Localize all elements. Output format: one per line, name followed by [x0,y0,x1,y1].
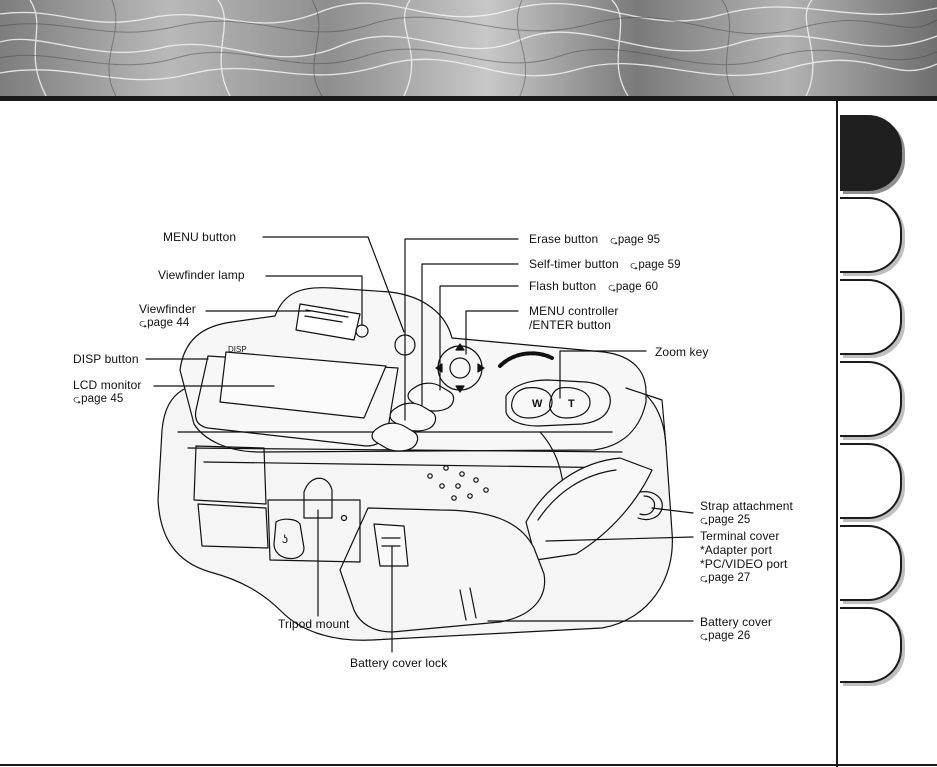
rear-panel-lower [197,503,269,549]
marble-header-texture [0,0,937,96]
chapter-tab-2[interactable] [840,197,902,273]
battery-cover-lock [373,523,409,567]
tripod-mount [303,477,333,519]
label-terminal-cover: Terminal cover *Adapter port *PC/VIDEO p… [700,529,787,586]
tripod-area [267,499,361,563]
label-self-timer-button: Self-timer button page 59 [529,257,681,273]
battery-door-seal [273,518,305,560]
marble-texture-art [0,0,937,96]
header-rule [0,96,937,101]
label-tripod-mount: Tripod mount [278,617,350,631]
label-menu-button: MENU button [163,230,237,244]
rear-panel-upper [193,445,267,505]
label-disp-button: DISP button [73,352,139,366]
battery-cover [339,507,546,633]
self-timer-button [389,402,437,432]
zoom-w-mark: W [532,398,543,410]
chapter-tab-1[interactable] [840,115,902,191]
zoom-dial [498,351,554,368]
terminal-cover [525,457,653,561]
disp-mark: DISP [228,345,247,354]
zoom-t-mark: T [568,398,575,410]
chapter-tab-5[interactable] [840,443,902,519]
chapter-tab-3[interactable] [840,279,902,355]
label-viewfinder: Viewfinder page 44 [139,302,196,331]
bottom-rule [0,764,937,766]
label-battery-cover: Battery cover page 26 [700,615,772,644]
right-divider-rule [836,101,838,767]
label-strap-attachment: Strap attachment page 25 [700,499,793,528]
viewfinder [295,303,361,341]
label-viewfinder-lamp: Viewfinder lamp [158,268,245,282]
label-menu-controller: MENU controller /ENTER button [529,304,619,332]
strap-attachment [637,491,663,521]
chapter-tab-6[interactable] [840,525,902,601]
label-lcd-monitor: LCD monitor page 45 [73,378,141,407]
menu-controller-center [449,357,471,379]
chapter-tab-7[interactable] [840,607,902,683]
svg-text:ʖ: ʖ [282,532,288,546]
chapter-tab-4[interactable] [840,361,902,437]
flash-button [407,382,455,412]
lcd-screen [219,351,387,419]
label-battery-cover-lock: Battery cover lock [350,656,448,670]
erase-button [371,422,419,452]
label-zoom-key: Zoom key [655,345,709,359]
zoom-key-housing [505,379,611,427]
label-flash-button: Flash button page 60 [529,279,658,295]
label-erase-button: Erase button page 95 [529,232,660,248]
